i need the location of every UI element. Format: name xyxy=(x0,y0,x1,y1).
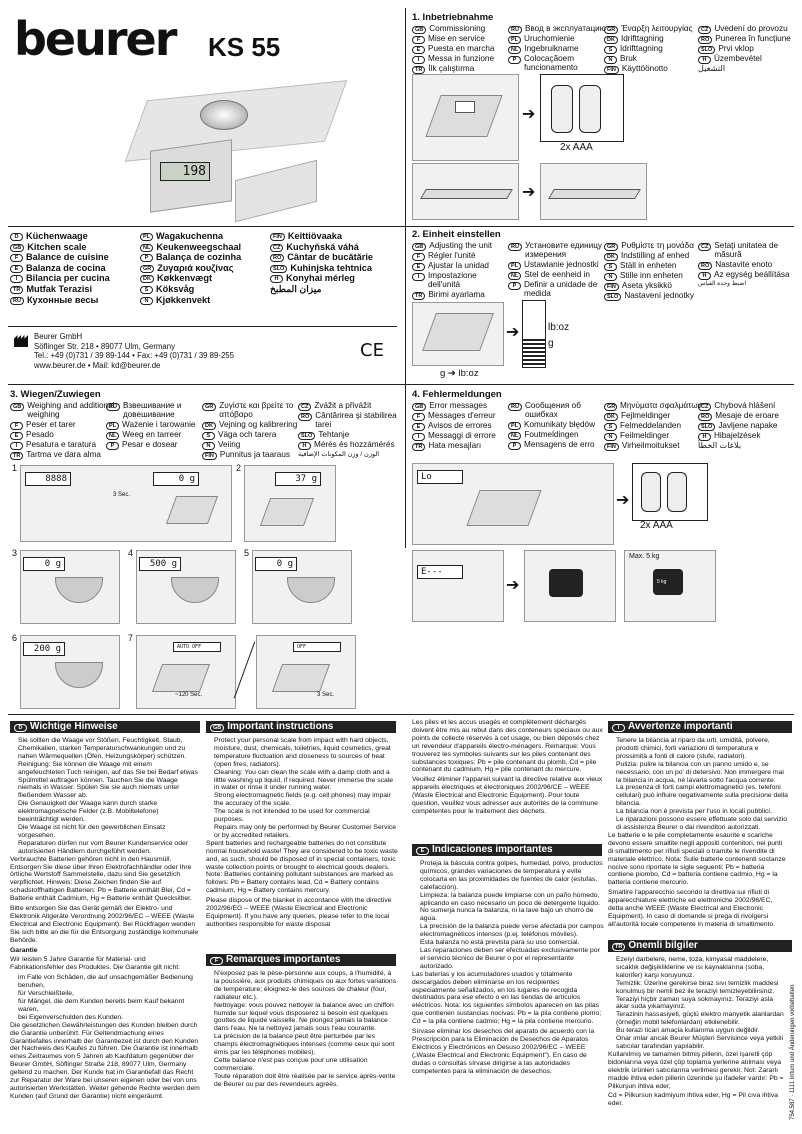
manufacturer-icon xyxy=(14,335,28,347)
i-notes-body: Tenere la bilancia al riparo da urti, um… xyxy=(608,737,788,927)
section-4-title: 4. Fehlermeldungen xyxy=(412,389,502,400)
unit-caption: g ➔ lb:oz xyxy=(440,368,479,379)
arrow-icon: ➔ xyxy=(522,184,536,201)
step-6-figure: 200 g xyxy=(20,635,120,709)
step-1-display-zero: 0 g xyxy=(153,472,199,486)
section-2-title: 2. Einheit einstellen xyxy=(412,229,501,240)
step-number: 6 xyxy=(12,633,18,643)
step-7-figure: AUTO OFF ~120 Sec. xyxy=(136,635,236,709)
error-overweight-figure xyxy=(524,550,616,622)
battery-insert-figure xyxy=(540,74,624,142)
step-5-display: 0 g xyxy=(255,557,297,571)
f-notes-disposal: Les piles et les accus usagés et complèt… xyxy=(412,719,603,815)
step-number: 3 xyxy=(12,548,18,558)
tr-notes-body: Ezeiyi darbelere, neme, toza, kimyasal m… xyxy=(608,956,788,1126)
divider-slash xyxy=(233,641,256,699)
step-1-note: 3 Sec. xyxy=(113,492,131,498)
unit-button-figure xyxy=(412,302,504,366)
battery-label: 2x AAA xyxy=(640,520,673,531)
unit-g: g xyxy=(548,338,554,349)
f-notes-body: N'exposez pas le pèse-personne aux coups… xyxy=(206,970,398,1125)
de-notes-body: Sie sollten die Waage vor Stößen, Feucht… xyxy=(10,737,200,1123)
step-number: 1 xyxy=(12,463,18,473)
step-1-display: 8888 xyxy=(25,472,71,486)
lid-close-figure xyxy=(412,163,519,220)
weight-label: 5 kg xyxy=(657,579,667,585)
error-low-battery-figure: Lo xyxy=(412,463,614,545)
e-notes-body: Proteja la báscula contra golpes, humeda… xyxy=(412,860,604,1126)
error-overload-figure: E--- xyxy=(412,550,504,622)
unit-lboz: lb:oz xyxy=(548,322,570,333)
step-6-display: 200 g xyxy=(23,642,65,656)
step-7b-note: 3 Sec. xyxy=(317,692,335,698)
model-name: KS 55 xyxy=(208,32,281,62)
step-3-figure: 0 g xyxy=(20,550,120,624)
ce-mark: CE xyxy=(360,340,384,361)
step-number: 7 xyxy=(128,633,134,643)
error-lo-display: Lo xyxy=(417,470,463,484)
step-number: 4 xyxy=(128,548,134,558)
arrow-icon: ➔ xyxy=(506,577,520,594)
error-battery-replace-figure xyxy=(632,463,708,521)
product-image: 198 xyxy=(120,70,348,223)
document-code: 754.587 · 1111 Irrtum und Änderungen vor… xyxy=(790,984,796,1120)
max-weight-label: Max. 5 kg xyxy=(629,553,660,560)
step-2-display: 37 g xyxy=(275,472,321,486)
arrow-icon: ➔ xyxy=(522,106,536,123)
step-4-display: 500 g xyxy=(139,557,181,571)
step-7-display: AUTO OFF xyxy=(173,642,221,652)
step-1-figure: 8888 0 g 3 Sec. xyxy=(20,465,232,542)
scale-display: 198 xyxy=(160,162,210,181)
error-overload-display: E--- xyxy=(417,565,463,579)
lid-closed-figure xyxy=(540,163,647,220)
section-1-title: 1. Inbetriebnahme xyxy=(412,12,494,23)
step-number: 5 xyxy=(244,548,250,558)
manufacturer-address: Beurer GmbH Söflinger Str. 218 • 89077 U… xyxy=(34,332,234,370)
brand-logo: beurer xyxy=(14,12,177,66)
max-weight-figure: Max. 5 kg 5 kg xyxy=(624,550,716,622)
step-4-figure: 500 g xyxy=(136,550,236,624)
step-5-figure: 0 g xyxy=(252,550,352,624)
step-2-figure: 37 g xyxy=(244,465,336,542)
battery-label: 2x AAA xyxy=(560,142,593,153)
step-7b-display: OFF xyxy=(293,642,341,652)
gb-notes-body: Protect your personal scale from impact … xyxy=(206,737,398,942)
step-7-note: ~120 Sec. xyxy=(175,692,203,698)
section-3-title: 3. Wiegen/Zuwiegen xyxy=(10,389,101,400)
unit-display-figure xyxy=(522,300,546,368)
step-number: 2 xyxy=(236,463,242,473)
battery-compartment-figure xyxy=(412,74,519,161)
arrow-icon: ➔ xyxy=(506,324,520,341)
step-3-display: 0 g xyxy=(23,557,65,571)
step-7b-figure: OFF 3 Sec. xyxy=(256,635,356,709)
arrow-icon: ➔ xyxy=(616,492,630,509)
